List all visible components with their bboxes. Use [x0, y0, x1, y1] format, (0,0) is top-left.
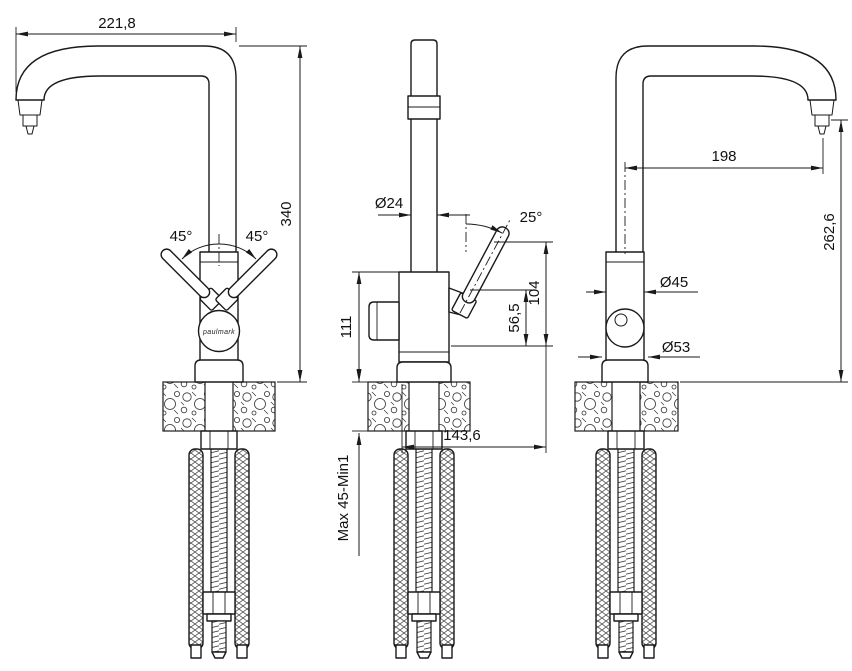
- dim-base-diameter: Ø53: [578, 339, 700, 360]
- spout-outer: [15, 45, 237, 253]
- angle-left-label: 45°: [170, 228, 193, 245]
- handle-left: [160, 248, 223, 311]
- handle-right: [215, 248, 278, 311]
- outlet-height-label: 56,5: [506, 303, 523, 332]
- dim-handle-height: 104 56,5: [451, 241, 553, 347]
- spout-nozzle: [17, 99, 43, 116]
- dim-handle-angle: 25°: [459, 209, 543, 314]
- undercounter-assembly-right-view: [595, 430, 657, 659]
- aerator-tip: [817, 125, 827, 135]
- countertop-section: [232, 381, 276, 432]
- spout-riser: [410, 39, 438, 273]
- brand-ball: [197, 309, 241, 353]
- dim-outlet-height: 262,6: [680, 119, 848, 383]
- view-front: Ø24 25° 111 104 56,5 143,6: [335, 39, 553, 659]
- undercounter-assembly-left-view: [188, 430, 250, 659]
- countertop-section: [574, 381, 613, 432]
- spout-nozzle: [809, 99, 835, 116]
- handle-angle-label: 25°: [520, 209, 543, 226]
- spout-inner: [642, 75, 809, 253]
- spout-inner: [43, 75, 210, 253]
- dim-height-label: 340: [278, 201, 295, 226]
- spout-outer: [615, 45, 837, 253]
- angle-arc-right: [218, 243, 257, 260]
- body-height-label: 111: [338, 316, 355, 339]
- base-diameter-label: Ø53: [662, 339, 690, 356]
- dim-spout-reach: 198: [624, 138, 824, 254]
- dim-overall-height: 340: [239, 45, 307, 383]
- faucet-body: [398, 271, 450, 363]
- angle-right-label: 45°: [246, 228, 269, 245]
- dim-depth: 143,6: [401, 346, 547, 453]
- body-diameter-label: Ø45: [660, 274, 688, 291]
- aerator: [814, 114, 830, 127]
- base-flange: [601, 359, 649, 383]
- base-flange: [194, 359, 244, 383]
- dim-handle-angles: 45° 45°: [170, 228, 269, 266]
- dim-overall-width: 221,8: [15, 15, 237, 92]
- filter-knob: [368, 301, 400, 341]
- ball-detail-ring: [614, 313, 628, 327]
- handle-lever: [160, 248, 211, 299]
- brand-logo: paulmark: [202, 329, 235, 336]
- aerator: [22, 114, 38, 127]
- countertop-section: [639, 381, 679, 432]
- handle-lever: [227, 248, 278, 299]
- aerator-tip: [25, 125, 35, 135]
- dim-body-height: 111: [338, 271, 399, 383]
- handle-height-label: 104: [526, 280, 543, 305]
- dim-body-diameter: Ø45: [586, 274, 698, 295]
- outlet-height-label: 262,6: [821, 213, 838, 251]
- reach-label: 198: [711, 148, 736, 165]
- spout-outlet-band: [407, 95, 441, 120]
- angle-arc: [465, 223, 503, 234]
- dim-mounting-thickness: Max 45-Min1: [335, 369, 368, 556]
- countertop-section: [438, 381, 471, 432]
- angle-arc-left: [181, 243, 220, 260]
- dim-spout-diameter: Ø24: [375, 195, 470, 218]
- spout-diameter-label: Ø24: [375, 195, 403, 212]
- dim-width-label: 221,8: [98, 15, 136, 32]
- view-side-right: 198 262,6 Ø45 Ø53: [574, 45, 848, 659]
- mount-range-label: Max 45-Min1: [335, 455, 352, 542]
- view-side-left: paulmark 221,8 340 45° 45°: [15, 15, 307, 659]
- handle-front: [451, 226, 510, 319]
- base-flange: [396, 361, 452, 383]
- undercounter-assembly-front-view: [393, 430, 455, 659]
- brand-ball: [605, 308, 645, 348]
- depth-label: 143,6: [443, 427, 481, 444]
- countertop-section: [367, 381, 410, 432]
- countertop-section: [162, 381, 206, 432]
